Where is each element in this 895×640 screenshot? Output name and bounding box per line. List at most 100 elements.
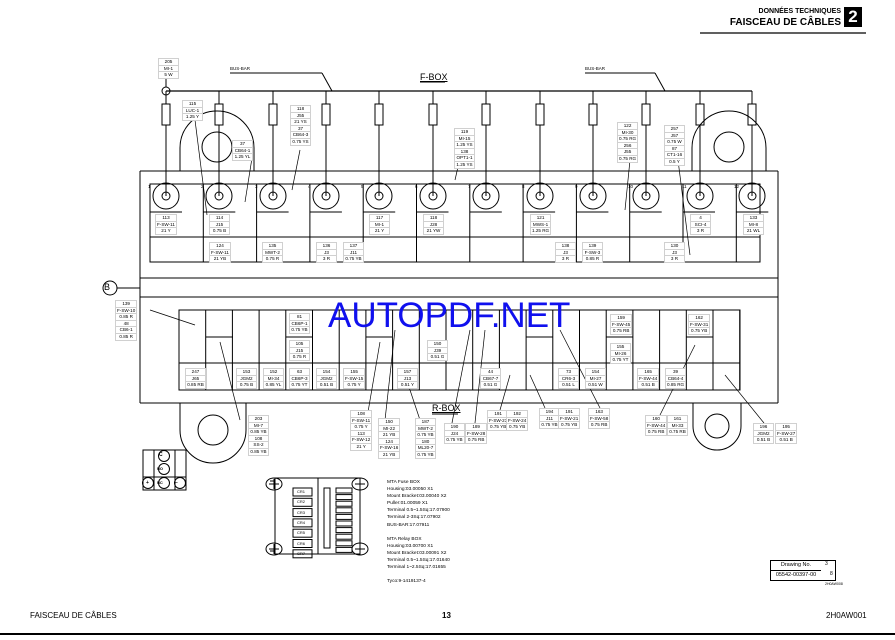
chapter-badge: 2 [844,7,862,27]
fuse-icon [428,103,438,126]
rbox-title: R-BOX [432,403,461,413]
wire-tag-line: F-SW-27 [776,430,797,437]
wire-tag-line: 21 WL [744,228,763,234]
watermark: AUTOPDF.NET [328,296,571,335]
wire-tag-line: 0.75 YT [290,382,309,388]
wire-tag-line: 0.51 B [317,382,336,388]
wire-tag-line: 1.25 YS [455,161,474,168]
wire-tag-line: F-SW-15 [344,375,365,382]
wire-tag-line: 87 [665,145,684,152]
wire-tag-line: 0.5 Y [665,158,684,165]
fuse-slot [335,494,353,501]
terminal-stud-icon [738,182,766,210]
wire-tag-line: F-SW-31 [689,321,710,328]
wire-tag-line: 48 [116,320,137,327]
wire-tag-line: 1.25 YL [233,154,252,160]
wire-tag-line: F-SW-11 [210,249,230,256]
mount-hole-icon [351,477,369,491]
wire-tag-line: J15 [290,347,309,354]
drawing-number: 05542-00397-00 [775,572,817,578]
wire-tag-line: 0.75 W [665,139,684,145]
leader-line [244,157,253,203]
wire-tag-line: 191 [488,411,509,417]
mount-hole-icon [265,542,283,556]
wire-tag-line: F-SW-45 [611,321,632,328]
wire-tag-line: 165 [638,369,659,375]
fuse-icon [321,103,331,126]
wire-tag-line: 37 [291,125,310,132]
fuse-number: 3 [255,184,258,189]
wire-tag-line: 105 [290,341,309,347]
relay-slot-label: CR7 [297,550,306,556]
wire-tag-line: 137 [344,243,363,249]
wire-tag-line: MI-30 [618,129,638,136]
leader-line [384,329,396,421]
fuse-icon [214,103,224,126]
leader-line [499,374,511,411]
wire-tag-line: 0.75 YB [416,432,435,438]
wire-tag-line: 0.75 YB [344,256,363,262]
mount-hole [713,131,745,163]
relay-slot-label: CR1 [297,489,306,494]
wire-tag-line: 138 [556,243,575,249]
wire-tag-line: 133 [744,215,763,221]
wire-tag-line: 0.51 Y [398,382,417,388]
terminal-stud-icon [695,191,705,201]
wire-tag-line: 3 R [691,228,710,234]
wire-tag-line: 138 [455,148,474,155]
terminal-stud-icon [526,182,554,210]
wire-tag-line: MI-1 [159,65,178,72]
leader-line [451,329,471,424]
wire-tag-line: CB6P-3 [290,375,309,382]
leader-line [219,341,241,421]
wire-tag-line: 108 [249,435,268,442]
leader [321,72,333,92]
note-line: Puller:01.00059 X1 [387,501,428,507]
leader-line [559,329,601,409]
wire-tag-line: 1.25 Y [183,114,202,120]
switch-contact-icon [142,477,154,489]
wire-tag-line: 21 YB [210,256,230,262]
wire-tag-line: 0.75 RB [611,328,632,334]
leader [654,72,666,92]
wire-tag-line: 122 [618,123,638,129]
terminal-stud-icon [632,182,660,210]
wire-tag-line: OPT1-1 [455,155,474,161]
note-line [387,571,450,578]
wire-tag-line: 113 [351,430,372,437]
wire-tag-line: 0.85 RB [186,382,205,388]
wire-tag-line: 139 [116,301,137,307]
wire-tag-line: MI-34 [264,375,283,382]
footer-code: 2H0AW001 [826,611,867,620]
wire-tag-line: 154 [586,369,605,375]
leader-line [724,374,765,424]
wire-tag-line: 160 [646,416,667,422]
wire-tag-line: 162 [689,315,710,321]
drawing-label: Drawing No. [771,561,821,571]
wire-tag-line: 0.75 B [237,382,256,388]
wire-tag-line: F-SW-11 [156,221,176,228]
wire-tag-line: 155 [611,344,630,350]
terminal-stud-icon [205,182,233,210]
wire-tag-line: CB64-3 [291,132,310,138]
fuse-number: 5 [361,184,364,189]
wire-tag-line: 152 [264,369,283,375]
fuse-slot [335,507,353,514]
wire-tag-line: 194 [540,409,559,415]
wire-tag-line: 163 [589,409,610,415]
switch-plus: + [146,480,149,486]
terminal-stud-icon [579,182,607,210]
wire-tag-line: J3 [556,249,575,256]
